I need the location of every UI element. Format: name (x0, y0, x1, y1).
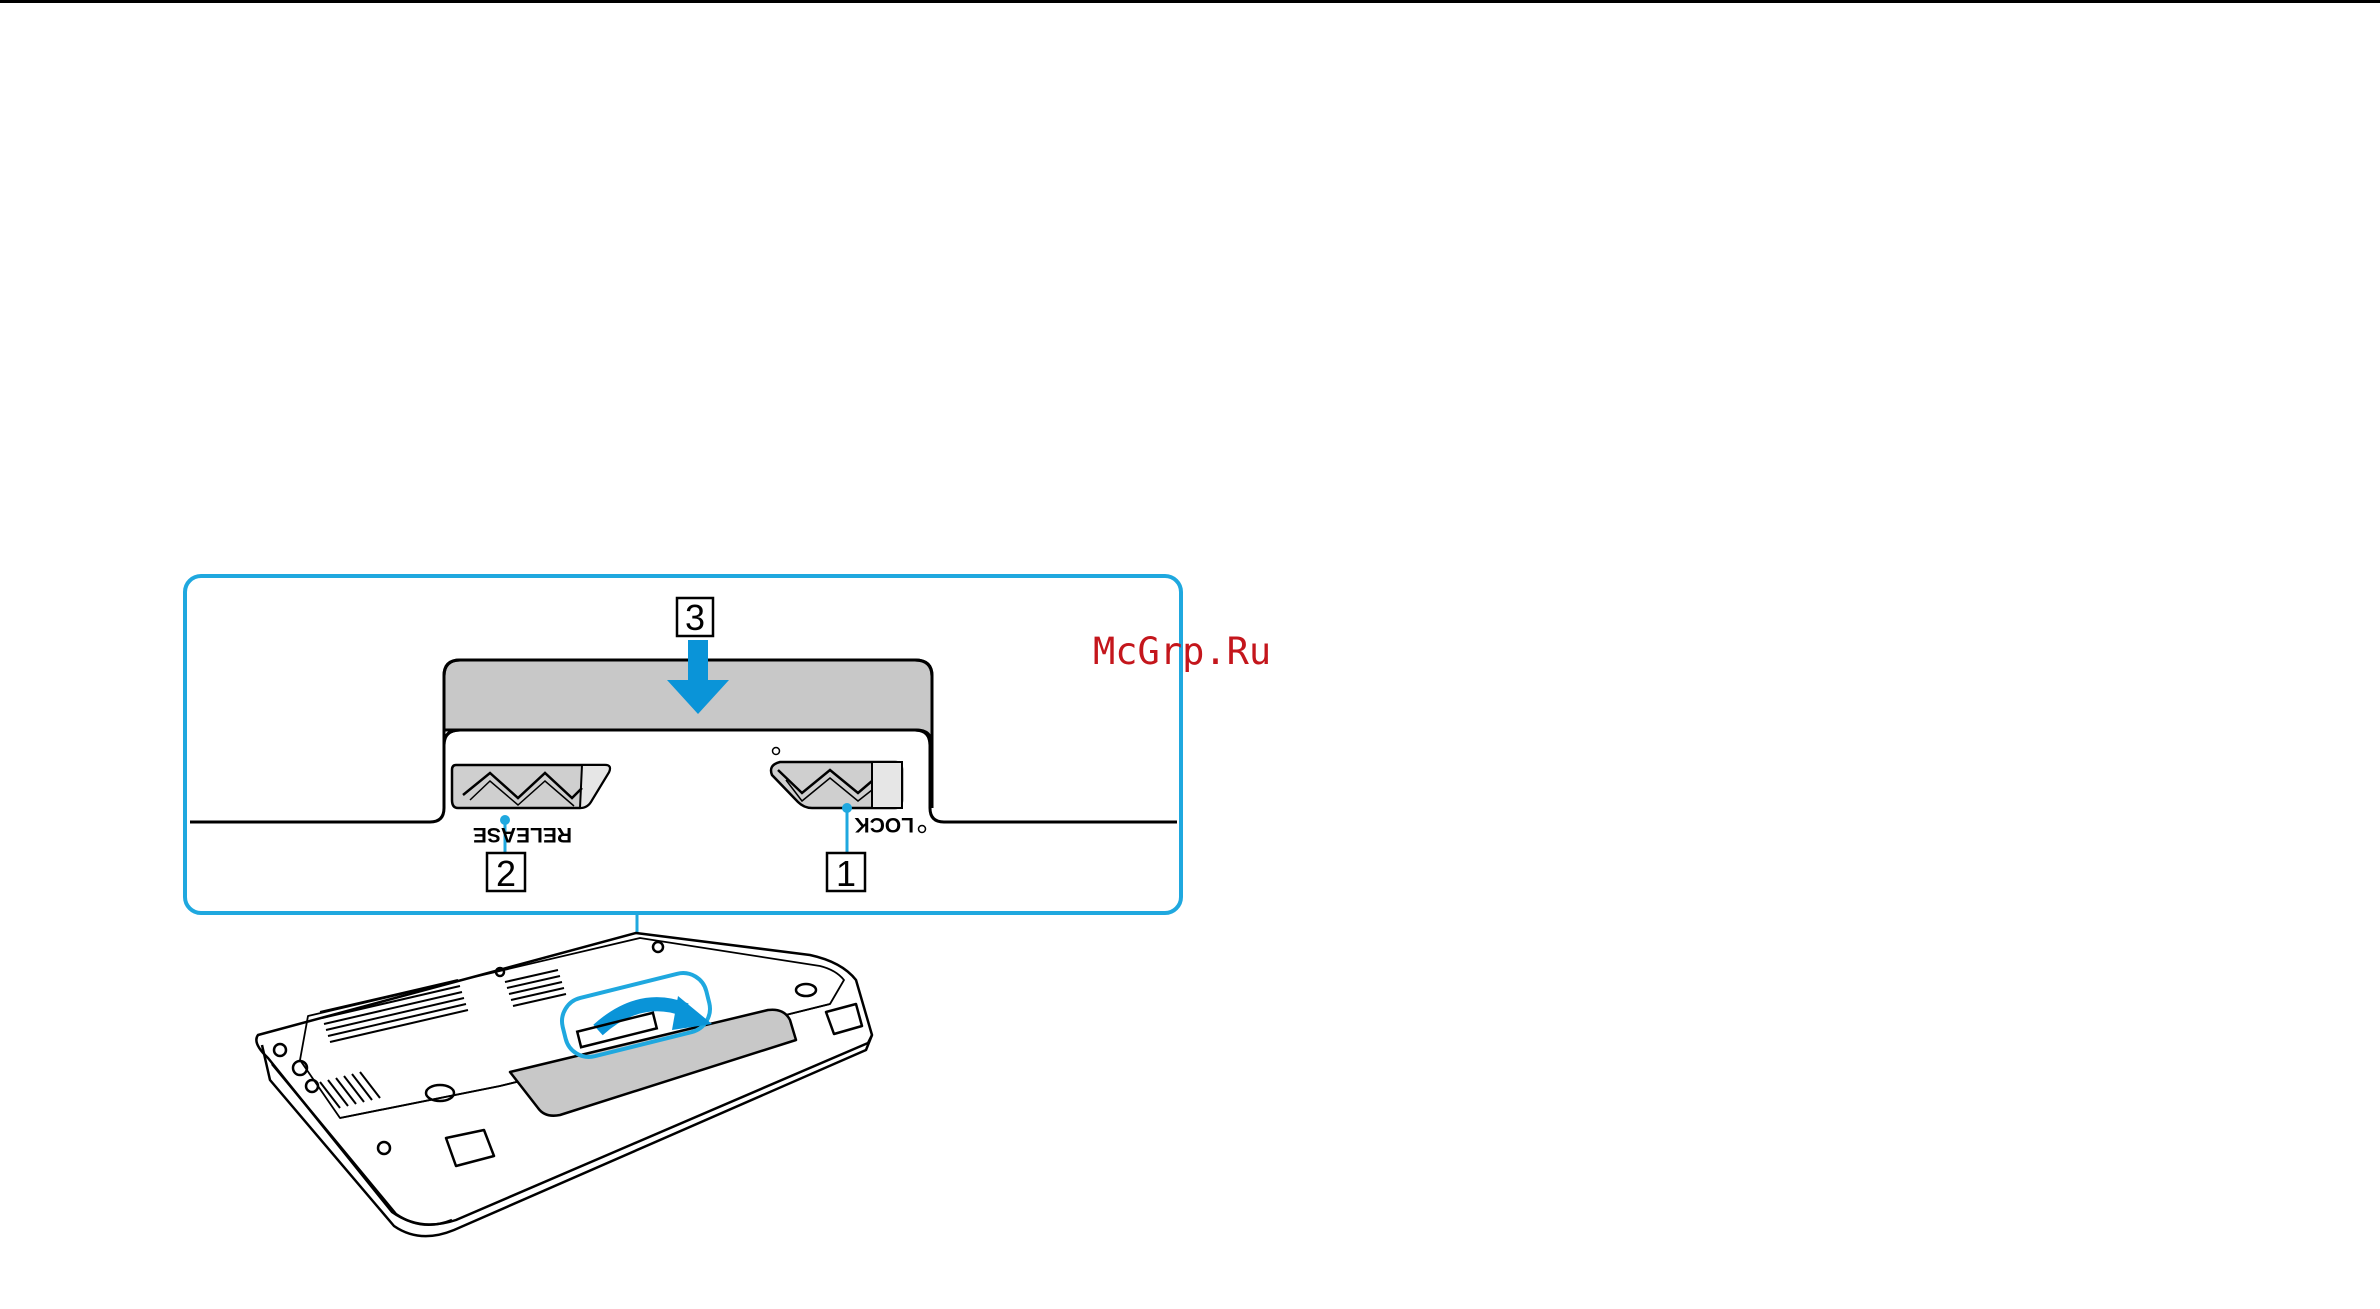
callout-1: 1 (836, 853, 856, 894)
callout-3: 3 (685, 597, 705, 638)
lock-label: LOCK (855, 813, 915, 836)
callout-2: 2 (496, 853, 516, 894)
watermark: McGrp.Ru (1093, 630, 1271, 673)
laptop-underside (256, 933, 872, 1236)
release-latch (452, 765, 610, 808)
release-label: RELEASE (473, 823, 572, 846)
detail-callout: 3 RELEASE 2 LOCK 1 (185, 576, 1181, 913)
